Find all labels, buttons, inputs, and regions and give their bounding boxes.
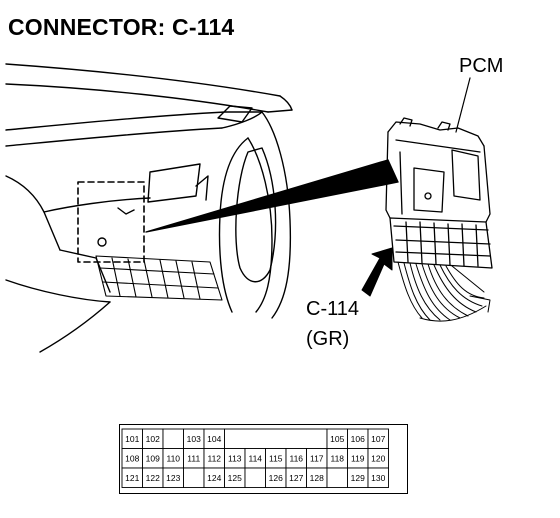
pin-number: 113 (228, 453, 242, 463)
pin-number: 114 (248, 453, 262, 463)
lower-dash (5, 163, 209, 353)
pin-number: 110 (166, 453, 180, 463)
windshield-lines (5, 63, 293, 113)
wiring-harness (397, 261, 491, 322)
pin-number: 120 (371, 453, 385, 463)
connector-id-label: C-114 (306, 298, 359, 320)
pcm-label: PCM (459, 55, 504, 77)
pcm-module (385, 117, 493, 269)
connector-color-label: (GR) (306, 328, 350, 350)
pin-number: 119 (351, 453, 365, 463)
pin-number: 123 (166, 473, 180, 483)
pin-blank-cell (224, 428, 328, 449)
pin-number: 117 (310, 453, 324, 463)
pin-number: 128 (310, 473, 324, 483)
pin-number: 103 (187, 434, 201, 444)
pcm-leader-line (455, 77, 471, 133)
page-title: CONNECTOR: C-114 (8, 14, 235, 40)
pin-cell (326, 467, 348, 488)
pin-number: 125 (228, 473, 242, 483)
pin-number: 111 (187, 453, 200, 463)
pin-number: 118 (330, 453, 344, 463)
dashboard-top (5, 105, 263, 147)
pin-number: 130 (371, 473, 385, 483)
pin-number: 109 (146, 453, 160, 463)
pin-number: 106 (351, 434, 365, 444)
pin-cell (162, 428, 184, 449)
connector-arrow (361, 247, 393, 297)
pin-number: 105 (330, 434, 344, 444)
pin-number: 108 (125, 453, 139, 463)
location-pointer (145, 159, 399, 233)
pcm-location-box (77, 181, 145, 263)
pin-number: 104 (207, 434, 221, 444)
pin-number: 124 (207, 473, 221, 483)
relay-strip (95, 255, 223, 301)
pin-number: 107 (371, 434, 385, 444)
pin-number: 129 (351, 473, 365, 483)
pin-number: 127 (289, 473, 303, 483)
pin-cell (367, 467, 389, 488)
pin-number: 101 (125, 434, 139, 444)
pin-number: 116 (289, 453, 303, 463)
pin-cell (183, 467, 205, 488)
pin-number: 122 (146, 473, 160, 483)
pin-number: 121 (125, 473, 139, 483)
pin-grid-frame (119, 424, 408, 494)
vehicle-illustration (5, 63, 493, 353)
pin-number: 115 (269, 453, 283, 463)
pin-number: 112 (207, 453, 221, 463)
pin-cell (244, 467, 266, 488)
pin-number: 126 (269, 473, 283, 483)
pin-number: 102 (146, 434, 160, 444)
connector-pin-grid: 101 102 103 104 105 106 107 108 109 110 111 112 113 1… (119, 424, 408, 494)
